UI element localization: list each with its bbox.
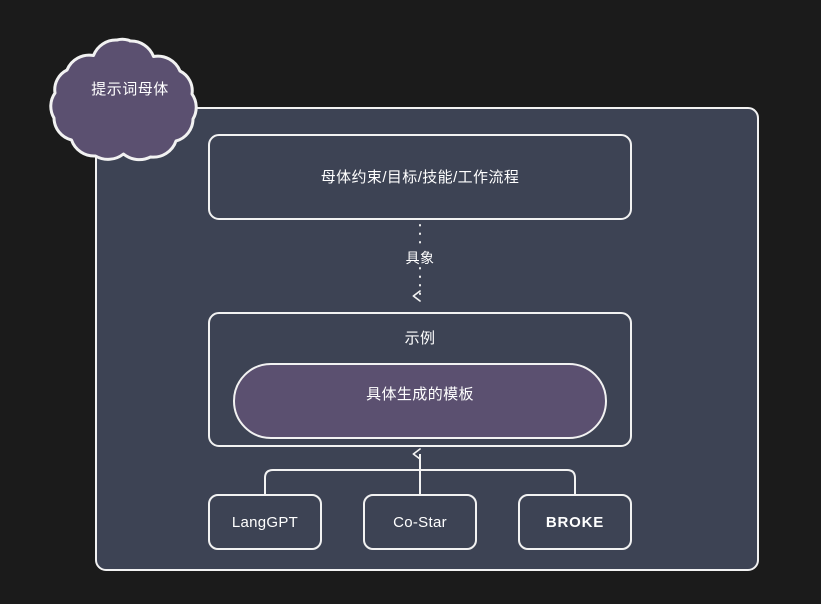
framework-label-broke[interactable]: BROKE — [545, 514, 605, 531]
concretize-edge-label: 具象 — [405, 250, 435, 266]
cloud-shape — [49, 37, 198, 162]
template-pill-label: 具体生成的模板 — [366, 386, 474, 403]
matrix-box — [208, 134, 632, 220]
framework-box-langgpt[interactable] — [208, 494, 322, 550]
cloud-label: 提示词母体 — [91, 81, 169, 98]
template-pill — [233, 363, 607, 439]
framework-box-costar[interactable] — [363, 494, 477, 550]
framework-box-broke[interactable] — [518, 494, 632, 550]
example-box-label: 示例 — [404, 330, 436, 347]
framework-label-costar[interactable]: Co-Star — [393, 514, 447, 531]
framework-label-langgpt[interactable]: LangGPT — [231, 514, 299, 531]
matrix-box-label: 母体约束/目标/技能/工作流程 — [320, 169, 520, 186]
